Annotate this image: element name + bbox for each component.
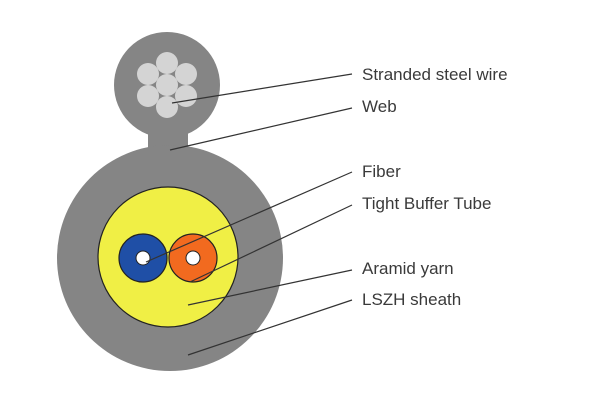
fiber-core-orange [185,250,201,266]
steel-strand [137,63,159,85]
leader-line-steel-wire [171,73,353,104]
label-tight-buffer-tube: Tight Buffer Tube [362,194,492,213]
steel-strand [175,85,197,107]
fiber-core-blue [135,250,151,266]
label-lszh-sheath: LSZH sheath [362,290,462,309]
leader-line-lszh-sheath [187,299,353,356]
stranded-steel-wire [137,52,197,118]
steel-strand [156,96,178,118]
steel-strand [175,63,197,85]
leader-line-web [169,107,353,151]
leader-line-fiber [145,171,353,263]
label-stranded-steel-wire: Stranded steel wire [362,65,508,84]
aramid-yarn-layer [97,186,239,328]
steel-strand [156,52,178,74]
label-aramid-yarn: Aramid yarn [362,259,454,278]
label-web: Web [362,97,397,116]
steel-strand [137,85,159,107]
steel-strand [156,74,178,96]
leader-line-aramid-yarn [187,269,353,306]
label-fiber: Fiber [362,162,401,181]
leader-line-tight-buffer-tube [189,204,353,283]
